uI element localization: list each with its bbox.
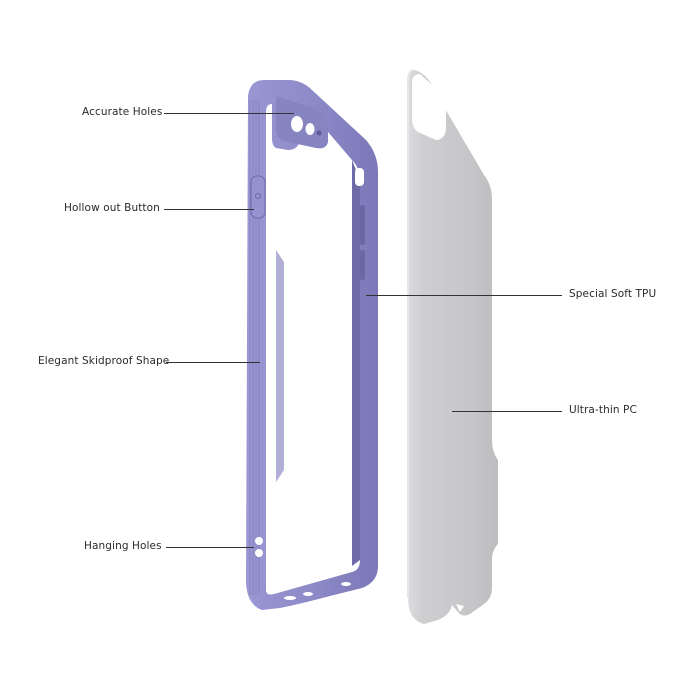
leader-line-hollow-out-button <box>164 209 254 210</box>
leader-line-ultra-thin-pc <box>452 411 562 412</box>
callout-ultra-thin-pc: Ultra-thin PC <box>569 404 637 416</box>
callout-hollow-out-button: Hollow out Button <box>64 202 160 214</box>
leader-line-accurate-holes <box>164 113 294 114</box>
callout-special-soft-tpu: Special Soft TPU <box>569 288 657 300</box>
leader-line-elegant-skidproof-shape <box>166 362 260 363</box>
leader-line-special-soft-tpu <box>366 295 562 296</box>
callout-accurate-holes: Accurate Holes <box>82 106 163 118</box>
tpu-bumper-frame <box>246 80 378 610</box>
callout-elegant-skidproof-shape: Elegant Skidproof Shape <box>38 355 170 367</box>
leader-line-hanging-holes <box>166 547 254 548</box>
pc-back-plate <box>407 69 498 624</box>
callout-hanging-holes: Hanging Holes <box>84 540 162 552</box>
